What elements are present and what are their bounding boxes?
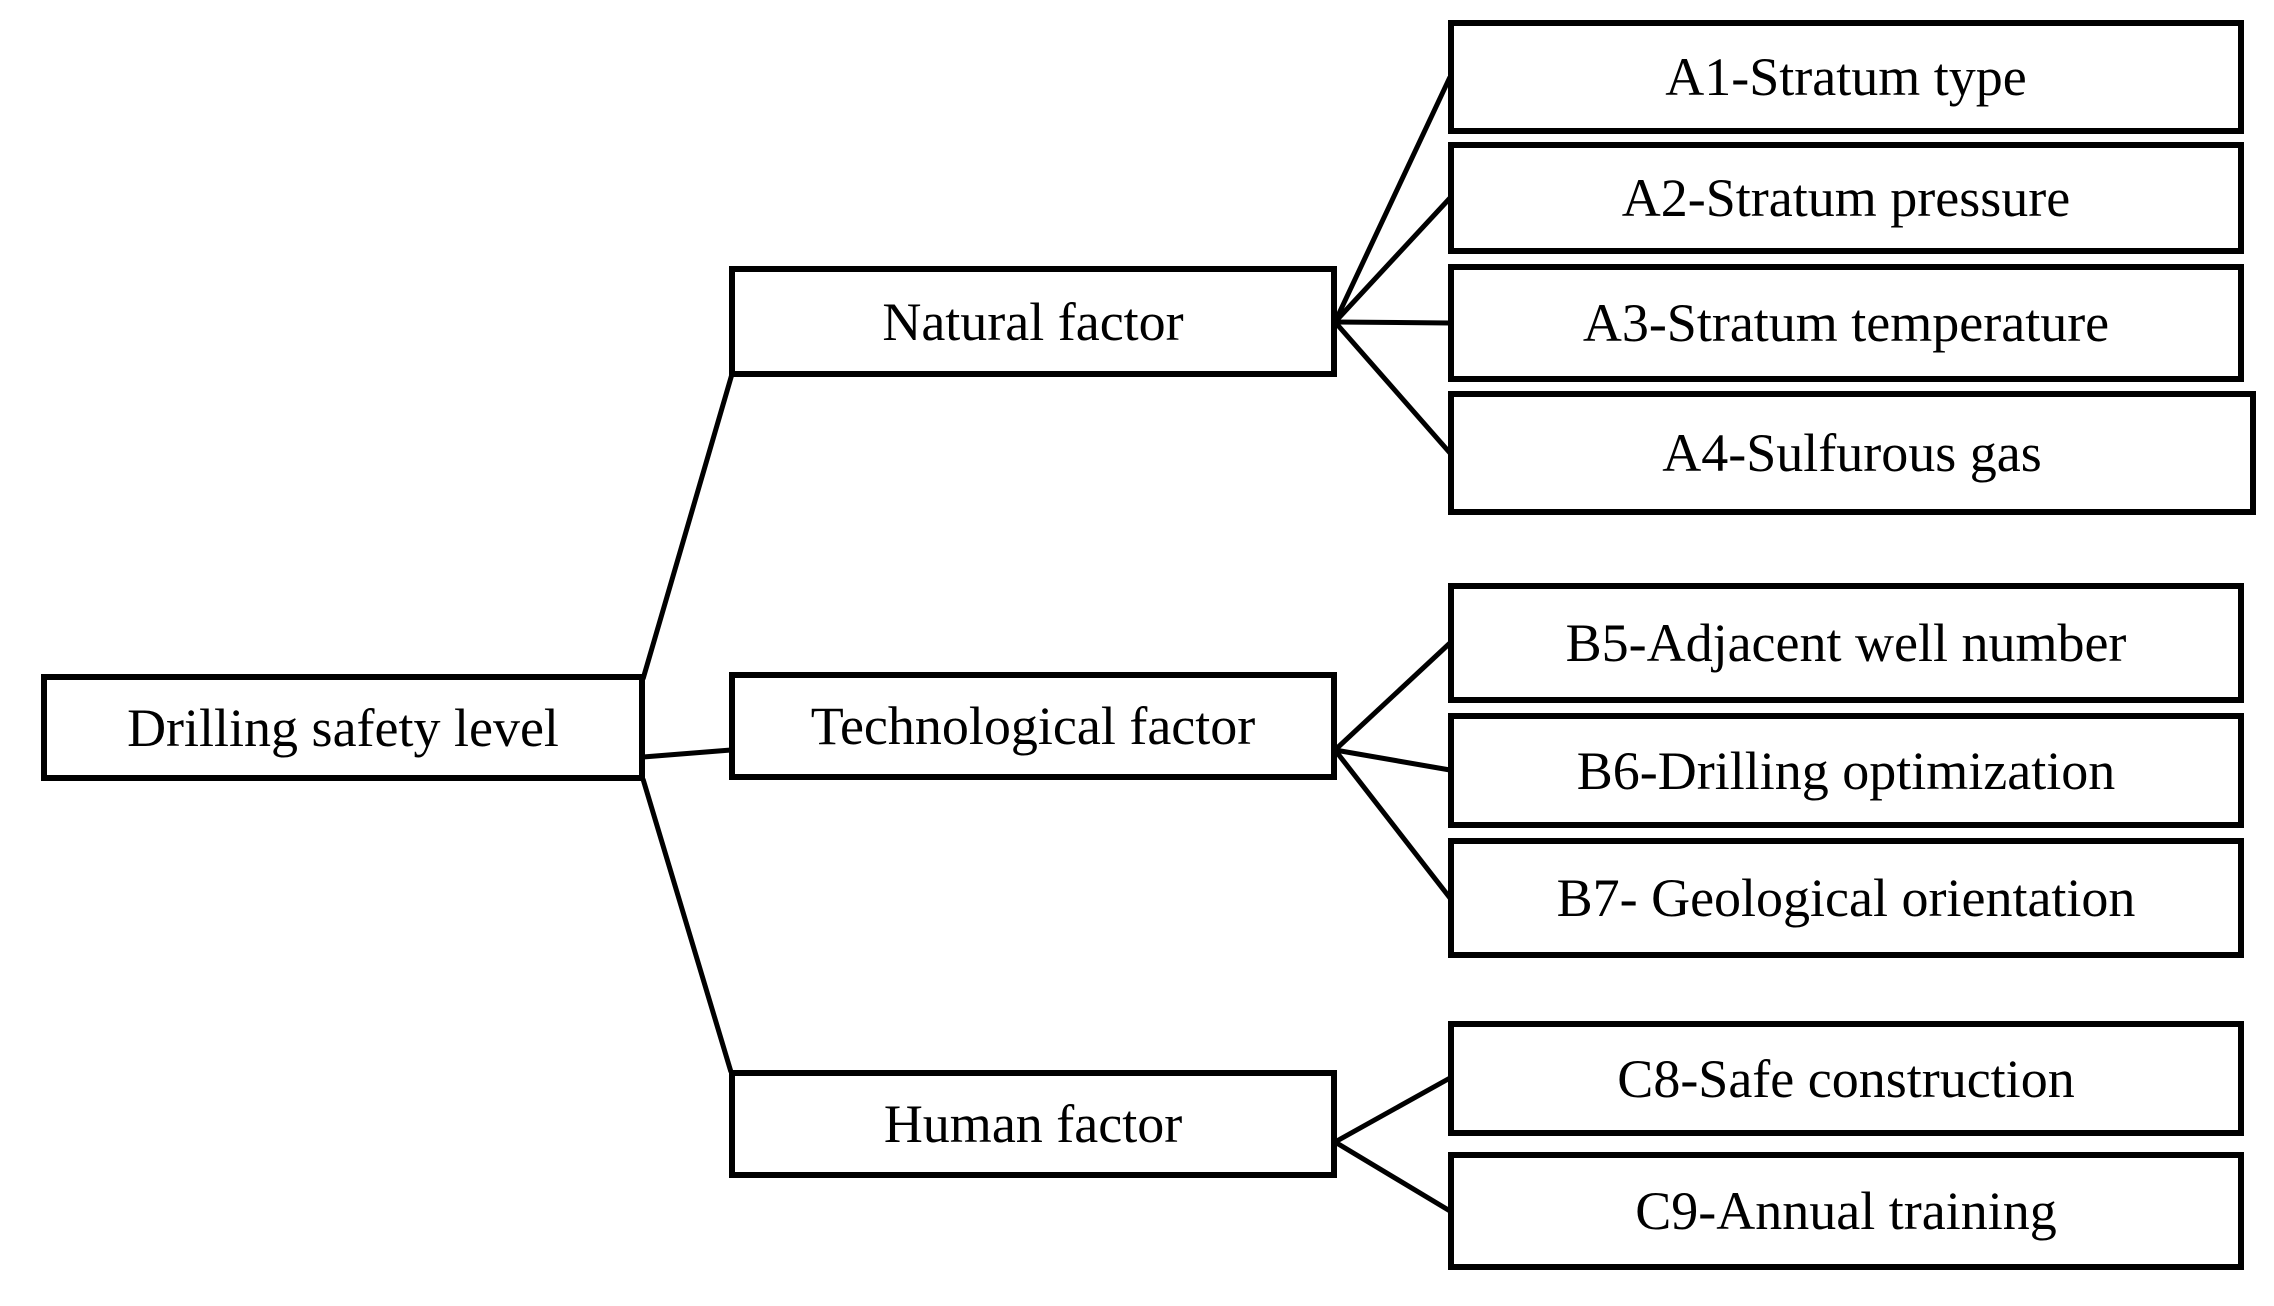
node-b7-geological-orientation: B7- Geological orientation [1448,838,2244,958]
node-natural-factor: Natural factor [729,266,1337,377]
edge-root-human [640,778,734,1073]
edge-root-natural [640,373,735,680]
node-a4-sulfurous-gas: A4-Sulfurous gas [1448,391,2256,515]
node-drilling-safety-level: Drilling safety level [41,674,645,781]
node-a3-stratum-temperature: A3-Stratum temperature [1448,264,2244,382]
edge-root-technological [642,747,732,760]
edge-natural-a4 [1333,320,1452,455]
node-b5-adjacent-well-number: B5-Adjacent well number [1448,583,2244,703]
node-b6-drilling-optimization: B6-Drilling optimization [1448,713,2244,828]
edge-technological-b5 [1333,641,1452,752]
edge-natural-a1 [1332,75,1453,324]
edge-natural-a2 [1333,196,1452,324]
edge-human-c9 [1333,1139,1452,1214]
edge-natural-a3 [1334,319,1451,326]
edge-human-c8 [1333,1075,1452,1145]
node-technological-factor: Technological factor [729,672,1337,780]
node-a1-stratum-type: A1-Stratum type [1448,20,2244,134]
node-a2-stratum-pressure: A2-Stratum pressure [1448,142,2244,254]
edge-technological-b6 [1334,747,1451,773]
edge-technological-b7 [1333,748,1452,900]
node-c9-annual-training: C9-Annual training [1448,1152,2244,1270]
node-c8-safe-construction: C8-Safe construction [1448,1021,2244,1136]
node-human-factor: Human factor [729,1070,1337,1178]
